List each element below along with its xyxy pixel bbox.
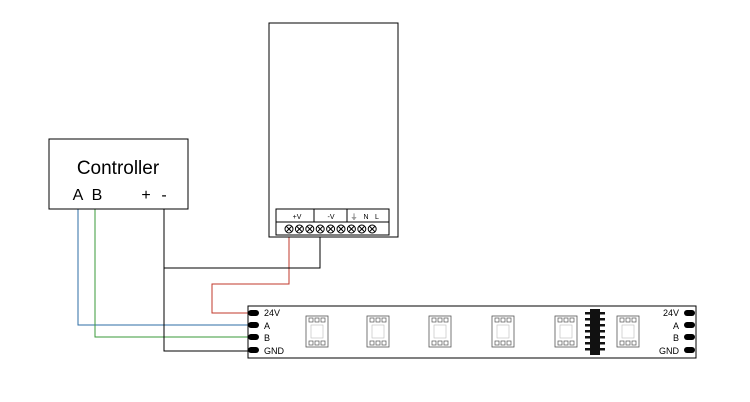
- terminal-screw: [357, 224, 367, 234]
- strip-right-label-gnd: GND: [659, 346, 680, 356]
- controller-terminal-b: B: [92, 187, 103, 204]
- wire-black-gnd: [163, 209, 253, 352]
- controller-terminal-minus: -: [161, 187, 166, 204]
- wire-red-24v: [211, 233, 290, 314]
- controller: Controller A B + -: [48, 138, 189, 210]
- strip-right-label-a: A: [673, 321, 679, 331]
- solder-pad: [684, 322, 695, 328]
- led-chip: [491, 315, 515, 348]
- terminal-label-ground: ⏚: [351, 213, 358, 221]
- solder-pad: [684, 310, 695, 316]
- controller-title: Controller: [77, 158, 160, 179]
- solder-pad: [684, 334, 695, 340]
- power-supply: +V -V ⏚ N L: [268, 22, 399, 238]
- power-supply-box: [268, 22, 399, 238]
- terminal-screw: [346, 224, 356, 234]
- led-chip: [305, 315, 329, 348]
- solder-pad: [248, 310, 259, 316]
- terminal-screw: [367, 224, 377, 234]
- left-solder-pads: [248, 310, 259, 353]
- solder-pad: [248, 322, 259, 328]
- strip-left-label-a: A: [264, 321, 270, 331]
- led-chip: [616, 315, 640, 348]
- terminal-screw: [315, 224, 325, 234]
- controller-terminal-plus: +: [141, 187, 150, 204]
- right-solder-pads: [684, 310, 695, 353]
- solder-pad: [684, 347, 695, 353]
- controller-box: [48, 138, 189, 210]
- terminal-screw: [305, 224, 315, 234]
- wire-black-psu-negative: [164, 233, 321, 269]
- terminal-label-n: N: [363, 214, 368, 221]
- strip-left-label-24v: 24V: [264, 308, 280, 318]
- terminal-screw: [336, 224, 346, 234]
- strip-right-label-b: B: [673, 333, 679, 343]
- terminal-label-minus-v: -V: [328, 214, 335, 221]
- led-chips: [305, 315, 640, 348]
- wire-green-b: [94, 209, 253, 338]
- strip-left-label-b: B: [264, 333, 270, 343]
- terminal-screw: [284, 224, 294, 234]
- terminal-screws: [284, 224, 377, 234]
- controller-terminal-a: A: [73, 187, 84, 204]
- terminal-label-plus-v: +V: [293, 214, 302, 221]
- wires: [77, 209, 321, 352]
- led-chip: [428, 315, 452, 348]
- led-strip: 24V A B GND 24V A B GND: [247, 305, 697, 359]
- solder-pad: [248, 347, 259, 353]
- strip-right-label-24v: 24V: [663, 308, 679, 318]
- led-chip: [554, 315, 578, 348]
- terminal-label-l: L: [375, 214, 379, 221]
- led-chip: [366, 315, 390, 348]
- terminal-screw: [294, 224, 304, 234]
- terminal-screw: [326, 224, 336, 234]
- controller-ic-chip: [585, 309, 605, 355]
- solder-pad: [248, 334, 259, 340]
- wire-blue-a: [77, 209, 253, 326]
- strip-left-label-gnd: GND: [264, 346, 285, 356]
